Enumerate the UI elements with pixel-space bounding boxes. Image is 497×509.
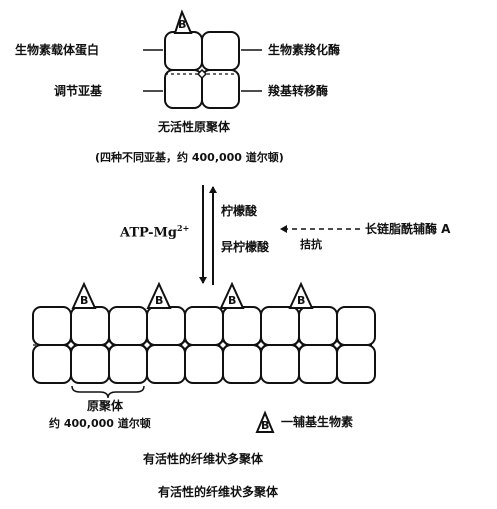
label-inactive-protomer: 无活性原聚体 — [158, 120, 231, 134]
label-protomer-composition: (四种不同亚基，约 400,000 道尔顿) — [95, 151, 284, 164]
polymer-diamond-4 — [179, 339, 191, 351]
polymer-unit-12 — [108, 344, 148, 384]
polymer-diamond-6 — [255, 339, 267, 351]
polymer-unit-11 — [70, 344, 110, 384]
polymer-diamonds — [65, 339, 343, 351]
polymer-diamond-1 — [65, 339, 77, 351]
polymer-unit-16 — [260, 344, 300, 384]
label-protomer: 原聚体 — [87, 399, 124, 413]
inactive-protomer — [164, 31, 240, 109]
polymer-unit-13 — [146, 344, 186, 384]
polymer-unit-18 — [336, 344, 376, 384]
polymer-unit-8 — [298, 306, 338, 346]
label-transcarboxylase: 羧基转移酶 — [268, 84, 329, 98]
polymer-diamond-8 — [331, 339, 343, 351]
label-carrier-protein: 生物素载体蛋白 — [15, 43, 100, 57]
label-atp-mg: ATP-Mg2+ — [120, 223, 190, 241]
polymer-unit-4 — [146, 306, 186, 346]
caption-active-polymer: 有活性的纤维状多聚体 — [143, 452, 264, 466]
subunit-bottom-left — [164, 69, 203, 109]
polymer-unit-5 — [184, 306, 224, 346]
polymer-unit-3 — [108, 306, 148, 346]
footer-caption: 有活性的纤维状多聚体 — [158, 485, 279, 499]
subunit-bottom-right — [201, 69, 240, 109]
biotin-marker-3: B — [228, 294, 237, 307]
polymer-diamond-2 — [103, 339, 115, 351]
polymer-unit-17 — [298, 344, 338, 384]
biotin-triangle-1 — [71, 281, 97, 309]
subunit-top-left — [164, 31, 203, 71]
polymer-unit-6 — [222, 306, 262, 346]
polymer-unit-1 — [32, 306, 72, 346]
polymer-unit-15 — [222, 344, 262, 384]
polymer-unit-10 — [32, 344, 72, 384]
legend-biotin-label: 一辅基生物素 — [281, 415, 354, 429]
active-polymer — [32, 306, 376, 384]
label-regulatory-subunit: 调节亚基 — [54, 84, 103, 98]
biotin-marker-1: B — [80, 294, 89, 307]
protomer-center-diamond — [196, 68, 208, 80]
label-carboxylase: 生物素羧化酶 — [268, 43, 341, 57]
biotin-triangle-4 — [288, 281, 314, 309]
biotin-triangle-3 — [219, 281, 245, 309]
polymer-unit-7 — [260, 306, 300, 346]
label-isocitrate: 异柠檬酸 — [221, 240, 270, 254]
polymer-biotin-triangles — [71, 281, 314, 309]
label-protomer-mass: 约 400,000 道尔顿 — [49, 417, 151, 430]
polymer-diamond-5 — [217, 339, 229, 351]
label-antagonist: 拮抗 — [300, 238, 322, 251]
polymer-diamond-3 — [141, 339, 153, 351]
subunit-top-right — [201, 31, 240, 71]
biotin-marker-2: B — [155, 294, 164, 307]
polymer-unit-9 — [336, 306, 376, 346]
label-citrate: 柠檬酸 — [221, 204, 258, 218]
legend-biotin-marker: B — [261, 419, 270, 432]
polymer-unit-2 — [70, 306, 110, 346]
biotin-triangle-top — [173, 9, 193, 34]
biotin-triangle-2 — [146, 281, 172, 309]
polymer-diamond-7 — [293, 339, 305, 351]
polymer-unit-14 — [184, 344, 224, 384]
biotin-marker-top: B — [178, 18, 187, 31]
biotin-marker-4: B — [297, 294, 306, 307]
legend-biotin-triangle — [255, 410, 275, 433]
protomer-brace — [71, 385, 145, 399]
label-acyl-coa: 长链脂酰辅酶 A — [365, 222, 451, 236]
